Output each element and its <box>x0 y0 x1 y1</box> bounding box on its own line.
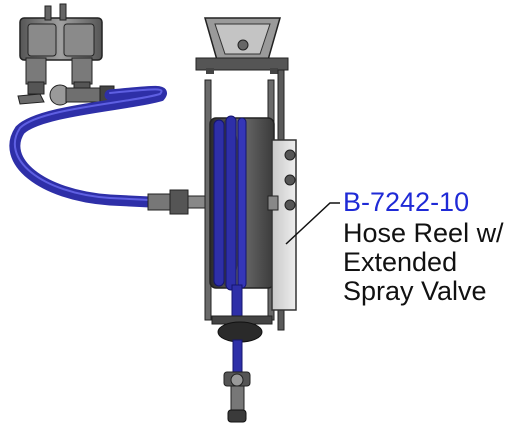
mixing-valve-assembly <box>17 3 115 106</box>
hose-outlet <box>211 284 273 375</box>
spray-valve <box>223 371 251 423</box>
mounting-bracket <box>195 17 289 74</box>
supply-hose <box>9 85 167 208</box>
side-plate <box>267 139 297 311</box>
callout-label: B-7242-10 Hose Reel w/ Extended Spray Va… <box>343 189 504 307</box>
description-line-3: Spray Valve <box>343 276 487 306</box>
coiled-hose <box>213 115 247 291</box>
callout-leader-line <box>285 202 340 245</box>
description-line-2: Extended <box>343 247 458 277</box>
inlet-fitting <box>147 189 207 215</box>
description-line-1: Hose Reel w/ <box>343 218 504 248</box>
part-number: B-7242-10 <box>343 187 470 217</box>
